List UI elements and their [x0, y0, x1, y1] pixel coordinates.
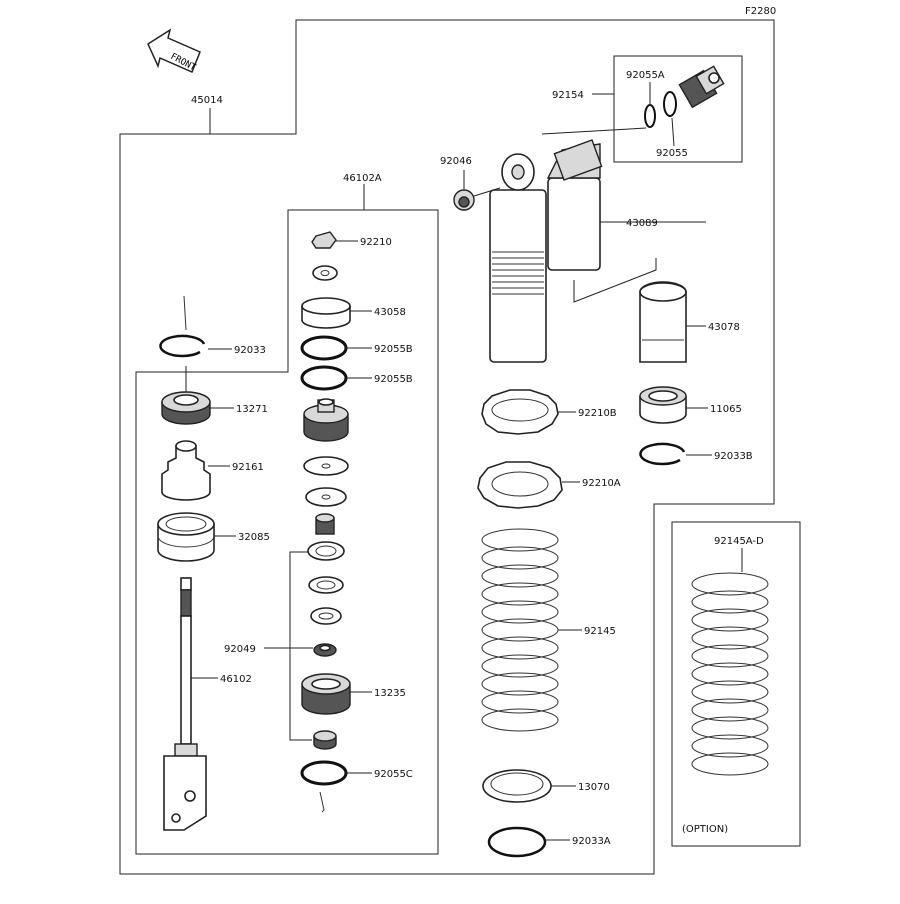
part-46102-rod: 46102	[163, 577, 252, 831]
part-13070-guide: 13070	[482, 769, 610, 803]
part-92055B-oring-1: 92055B	[300, 335, 413, 361]
piston-cap-icon	[303, 398, 349, 442]
part-43078-bladder: 43078	[639, 281, 740, 363]
part-92055C-oring: 92055C	[300, 760, 413, 786]
label-32085: 32085	[238, 532, 270, 543]
option-box	[671, 521, 801, 847]
label-92154: 92154	[552, 90, 584, 101]
label-45014: 45014	[191, 95, 223, 106]
label-11065: 11065	[710, 404, 742, 415]
label-92145: 92145	[584, 626, 616, 637]
part-13271-seal-head: 13271	[161, 391, 268, 425]
label-92055B-2: 92055B	[374, 374, 413, 385]
spacer-icon	[313, 730, 337, 750]
figure-code: F2280	[745, 6, 776, 17]
part-92210A-locknut: 92210A	[477, 461, 621, 509]
label-92210: 92210	[360, 237, 392, 248]
assembly-outline-45014	[119, 19, 775, 875]
part-92049: 92049	[224, 643, 337, 657]
label-92033: 92033	[234, 345, 266, 356]
front-arrow-icon: FRONT	[147, 28, 201, 74]
part-92161-bump-rubber: 92161	[161, 440, 264, 501]
assembly-outline-46102A	[135, 209, 439, 855]
part-92210B-locknut: 92210B	[481, 389, 617, 435]
part-92046-bushing: 92046	[440, 156, 501, 211]
label-46102: 46102	[220, 674, 252, 685]
part-92033A-circlip: 92033A	[487, 826, 611, 858]
part-92033-circlip: 92033	[159, 334, 266, 358]
label-92046: 92046	[440, 156, 472, 167]
label-13235: 13235	[374, 688, 406, 699]
part-92033B-circlip: 92033B	[639, 442, 753, 466]
part-43089-shock-body: 43089	[489, 139, 706, 363]
part-32085-cap: 32085	[157, 512, 270, 562]
label-13070: 13070	[578, 782, 610, 793]
label-92055C: 92055C	[374, 769, 413, 780]
assembly-outline-92154	[613, 55, 743, 163]
label-92145A-D: 92145A-D	[714, 536, 764, 547]
label-92055B-1: 92055B	[374, 344, 413, 355]
part-92055B-oring-2: 92055B	[300, 365, 413, 391]
label-92033A: 92033A	[572, 836, 611, 847]
label-13271: 13271	[236, 404, 268, 415]
label-92210A: 92210A	[582, 478, 621, 489]
label-92033B: 92033B	[714, 451, 753, 462]
shim-washer-icon	[305, 487, 347, 507]
part-92055A-oring: 92055A	[626, 70, 665, 128]
part-43058-collar: 43058	[301, 297, 406, 329]
label-92049: 92049	[224, 644, 256, 655]
label-92161: 92161	[232, 462, 264, 473]
label-46102A: 46102A	[343, 173, 382, 184]
spacer-icon	[315, 513, 335, 535]
part-92210-nut: 92210	[311, 231, 392, 249]
label-92055A: 92055A	[626, 70, 665, 81]
label-92210B: 92210B	[578, 408, 617, 419]
label-43089: 43089	[626, 218, 658, 229]
option-label: (OPTION)	[682, 824, 728, 835]
part-92055-oring: 92055	[656, 91, 688, 159]
part-92145A-D-spring	[691, 572, 769, 776]
shim-washer-icon	[303, 456, 349, 476]
label-43078: 43078	[708, 322, 740, 333]
adjuster-valve-icon	[678, 65, 725, 109]
label-92055: 92055	[656, 148, 688, 159]
part-92145-spring: 92145	[481, 528, 616, 732]
label-43058: 43058	[374, 307, 406, 318]
part-13235-piston: 13235	[301, 673, 406, 715]
part-11065-cap: 11065	[639, 386, 742, 424]
washer-icon	[312, 265, 338, 281]
